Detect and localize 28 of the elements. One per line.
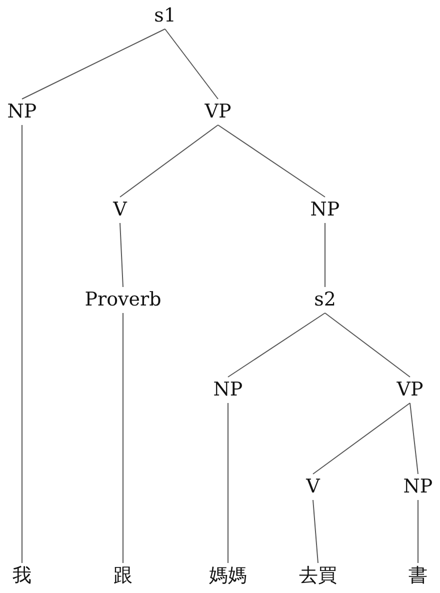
tree-branch-line bbox=[218, 124, 326, 198]
tree-branch-line bbox=[228, 312, 326, 378]
tree-branch-line bbox=[312, 500, 318, 564]
tree-node-label: NP bbox=[403, 478, 433, 496]
tree-node-label: s1 bbox=[154, 6, 176, 26]
tree-node-label: Proverb bbox=[84, 290, 162, 310]
tree-node-label: NP bbox=[213, 380, 243, 400]
tree-branch-line bbox=[22, 28, 166, 100]
tree-node-label: NP bbox=[310, 200, 340, 220]
tree-branch-line bbox=[324, 312, 410, 378]
tree-node-label: s2 bbox=[314, 290, 336, 310]
tree-branch-line bbox=[122, 312, 124, 564]
tree-branch-line bbox=[410, 402, 418, 474]
tree-node-label: VP bbox=[396, 380, 424, 400]
tree-branch-line bbox=[120, 222, 124, 288]
tree-node-label: VP bbox=[204, 102, 232, 122]
tree-node-label: 去買 bbox=[299, 566, 337, 586]
tree-node-label: V bbox=[306, 478, 320, 496]
tree-branch-line bbox=[164, 28, 218, 100]
tree-branch-line bbox=[312, 402, 410, 474]
tree-node-label: 跟 bbox=[114, 566, 132, 586]
tree-node-label: NP bbox=[7, 102, 37, 122]
tree-node-label: V bbox=[113, 200, 127, 220]
tree-branch-line bbox=[324, 222, 326, 288]
tree-node-label: 媽媽 bbox=[209, 566, 247, 586]
tree-node-label: 我 bbox=[12, 566, 32, 586]
tree-node-label: 書 bbox=[408, 566, 428, 586]
tree-branch-line bbox=[120, 124, 218, 198]
